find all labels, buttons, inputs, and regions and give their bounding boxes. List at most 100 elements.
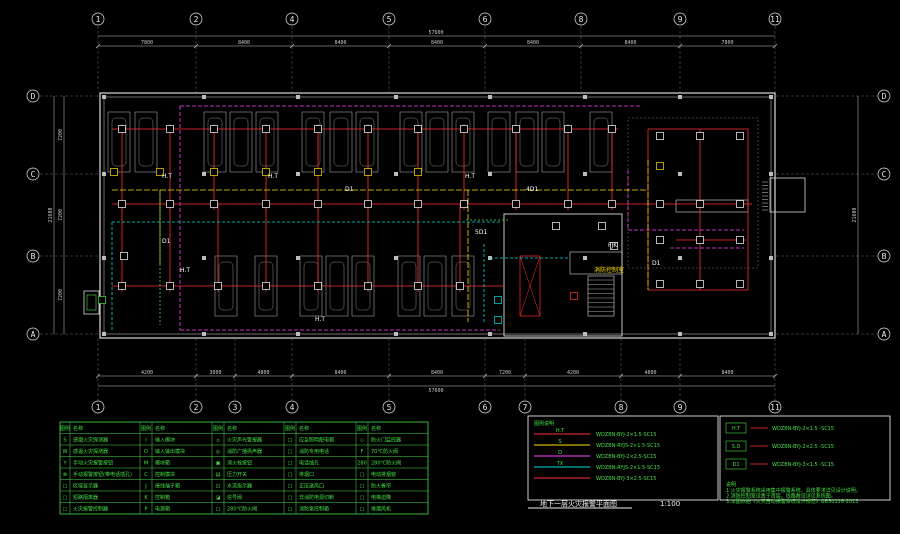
dim-tick [193,373,199,379]
dim-tick [578,43,584,49]
symbol-table-icon: □ [288,472,293,478]
symbol-table-name: 短路隔离器 [73,494,98,501]
axis-label-bottom: 2 [194,403,199,412]
parking-stall-top [329,111,353,173]
axis-label-top: 5 [387,15,392,24]
axis-bubble-left [26,89,40,103]
parking-stall-top [451,111,475,173]
axis-label-top: 1 [96,15,101,24]
column [394,332,398,336]
comm-module-icon [494,316,502,324]
axis-bubble-right [877,89,891,103]
symbol-table-icon: ◎ [216,449,221,455]
axis-bubble-top [768,12,782,26]
column [583,332,587,336]
column [583,95,587,99]
dim-left-total: 21600 [48,207,54,222]
column [296,95,300,99]
dim-tick [386,373,392,379]
car-outline [305,117,321,167]
dim-left-seg: 7200 [58,129,64,141]
smoke-detector-icon [314,282,322,290]
wiring-legend-frame [527,415,719,501]
smoke-detector-icon [552,222,560,230]
entrance-panel-icon [98,296,106,304]
label-ht-1: H.T [162,173,172,180]
parking-stall-top [203,111,227,173]
smoke-detector-icon [512,125,520,133]
wiring-layer [111,105,752,331]
symbol-table-icon: J [144,484,146,490]
parking-stall-top [134,111,158,173]
dim-tick [677,373,683,379]
smoke-detector-icon [696,236,704,244]
label-fire-control-room: 消防控制室 [594,266,624,274]
symbol-table-icon: ▤ [216,472,221,478]
area-display-icon [120,252,128,260]
symbol-table-icon: 280 [357,461,367,467]
symbol-table-name: 电话插孔 [299,460,319,467]
column [394,256,398,260]
dim-tick [772,43,778,49]
axis-label-left: B [31,252,36,261]
symbol-table-icon: □ [63,507,68,513]
parking-stall-top [399,111,423,173]
smoke-detector-icon [166,125,174,133]
axis-bubble-bottom [518,400,532,414]
column [202,172,206,176]
wiring-legend-desc: WDZBN-BYJ-2×2.5-SC15 [596,454,656,460]
symbol-table-name: 手动报警按钮(带电话插孔) [73,471,132,478]
smoke-detector-icon [608,200,616,208]
dim-bottom-seg: 4800 [644,370,656,376]
axis-bubble-bottom [189,400,203,414]
axis-label-left: A [31,330,36,339]
label-ht-5: H.T [315,316,325,323]
title-block: 地下一层火灾报警平面图 1:100 [528,499,680,509]
symbol-table-icon: 图例 [357,425,367,432]
symbol-table-icon: □ [288,507,293,513]
car-outline [333,117,349,167]
group-legend-frame [719,415,891,501]
car-outline [545,117,561,167]
symbol-table-name: 280℃防火阀 [227,506,257,513]
label-d1-left: D1 [162,238,171,245]
smoke-detector-icon [364,282,372,290]
group-legend-code: S.D [732,444,741,450]
wiring-legend-desc: WDZBN-BYJ-2×1.5-SC15 [596,432,656,438]
symbol-table-name: 名称 [227,425,237,432]
group-legend-code: H.T [732,426,741,432]
dim-top-total: 57600 [428,30,443,36]
axis-label-bottom: 7 [523,403,528,412]
core-wall [503,213,623,337]
car-outline [359,117,375,167]
smoke-detector-icon [460,200,468,208]
elevator-shaft [519,255,541,317]
car-outline [259,117,275,167]
car-outline [455,117,471,167]
symbol-table-icon: F [361,449,364,455]
axis-bubble-right [877,249,891,263]
symbol-table-name: 名称 [155,425,165,432]
smoke-detector-icon [598,222,606,230]
dim-tick [482,373,488,379]
axis-label-bottom: 8 [619,403,624,412]
smoke-detector-icon [564,200,572,208]
symbol-table-icon: P [144,507,147,513]
wiring-legend-desc: WDZBN-BYJ-3×2.5-SC15 [596,476,656,482]
smoke-detector-icon [414,282,422,290]
car-outline [491,117,507,167]
smoke-detector-icon [214,282,222,290]
smoke-detector-icon [564,125,572,133]
symbol-table-name: 火灾声光警报器 [227,437,262,444]
entrance-door [86,294,97,311]
axis-label-right: A [882,330,887,339]
column [102,95,106,99]
label-bus-d1: D1 [345,186,354,193]
symbol-table-name: 名称 [299,425,309,432]
wiring-legend-header: 图例说明 [534,420,554,427]
signal-module-icon [364,168,372,176]
column [678,332,682,336]
parking-stall-top [229,111,253,173]
